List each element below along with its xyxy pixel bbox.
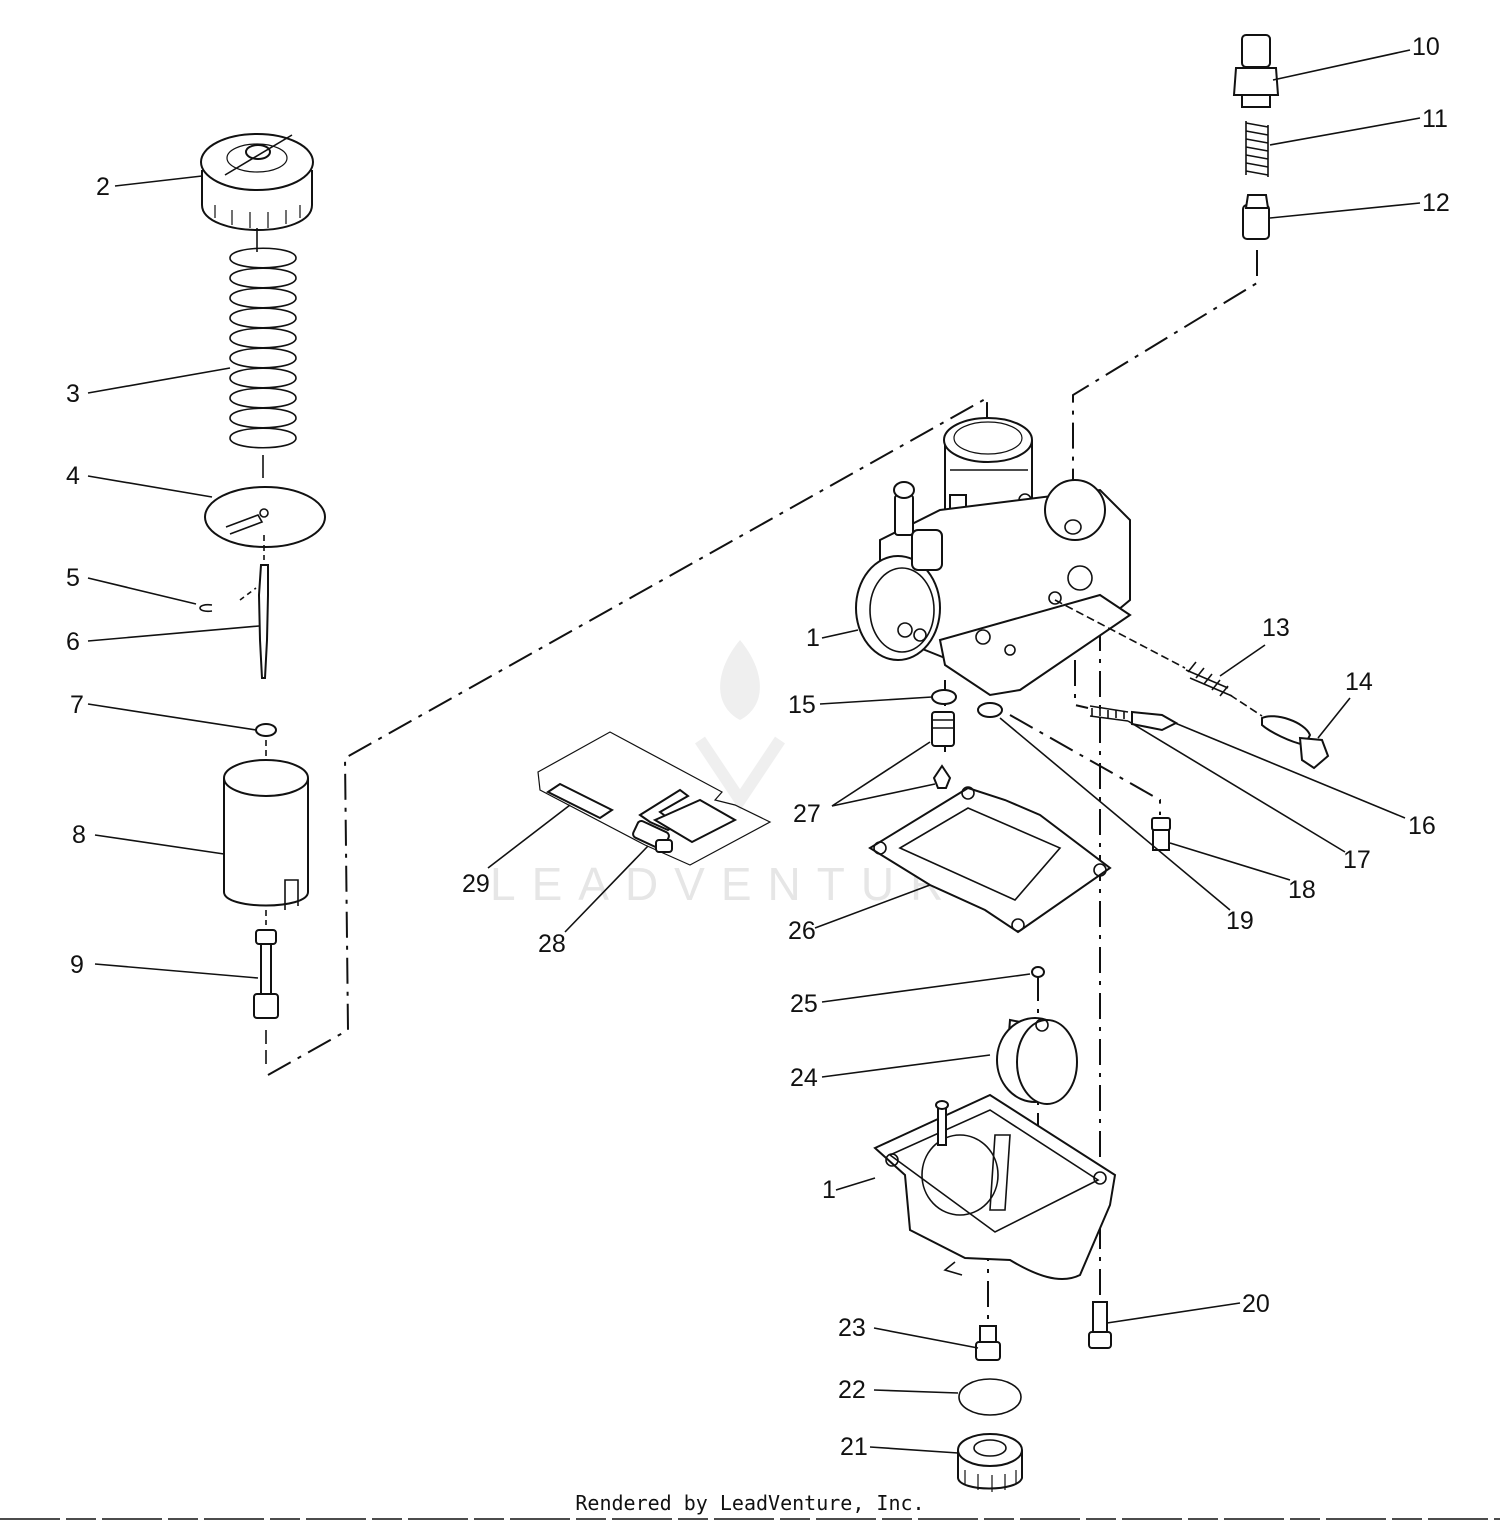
part-20-screw [1088, 1301, 1112, 1349]
part-6-jet-needle [239, 535, 269, 679]
part-26-gasket [868, 786, 1112, 934]
callout-19: 19 [1226, 907, 1254, 935]
callout-23: 23 [838, 1314, 866, 1342]
part-11-spring [1245, 121, 1269, 177]
callout-18: 18 [1288, 876, 1316, 904]
callout-16: 16 [1408, 812, 1436, 840]
callout-5: 5 [66, 564, 80, 592]
footer-credit: Rendered by LeadVenture, Inc. [575, 1491, 924, 1515]
part-24-float [996, 1017, 1078, 1105]
part-3-spring [229, 228, 297, 478]
part-9-adjuster [253, 929, 279, 1070]
part-7-washer [255, 723, 277, 737]
callout-1-float-bowl: 1 [822, 1176, 836, 1204]
callout-11: 11 [1422, 105, 1448, 133]
leader-lines [87, 49, 1421, 1454]
callout-2: 2 [96, 173, 110, 201]
callout-3: 3 [66, 380, 80, 408]
part-25-float-pin [1031, 966, 1045, 978]
callout-7: 7 [70, 691, 84, 719]
callout-15: 15 [788, 691, 816, 719]
part-12-plunger [1242, 194, 1270, 240]
part-8-throttle-valve [223, 759, 309, 910]
part-1-carburetor-body [855, 417, 1132, 697]
part-15-washer [931, 689, 957, 705]
part-4-needle-plate [204, 486, 326, 548]
part-13-spring [1185, 661, 1233, 697]
callout-14: 14 [1345, 668, 1373, 696]
part-23-main-jet [975, 1325, 1001, 1361]
part-19-o-ring [977, 702, 1003, 718]
part-group-28-29-float-arm [537, 731, 772, 866]
part-5-clip [199, 603, 213, 613]
callout-22: 22 [838, 1376, 866, 1404]
part-10-fitting [1232, 34, 1280, 108]
callout-13: 13 [1262, 614, 1290, 642]
callout-4: 4 [66, 462, 80, 490]
part-16-pilot-screw [1131, 710, 1179, 732]
callout-20: 20 [1242, 1290, 1270, 1318]
part-2-top-cap [200, 133, 314, 232]
connector-line-pilot-screw [1074, 660, 1089, 709]
part-21-drain-plug [957, 1433, 1023, 1492]
part-22-o-ring [958, 1378, 1022, 1416]
callout-numbers: 2 3 4 5 6 7 8 9 10 11 12 1 13 14 15 16 1… [66, 33, 1450, 1461]
callout-27: 27 [793, 800, 821, 828]
connector-line-main [267, 396, 988, 1076]
connector-line-screw-18 [1009, 714, 1161, 815]
callout-17: 17 [1343, 846, 1371, 874]
part-27-needle-valve [931, 711, 955, 789]
part-14-idle-screw [1261, 715, 1330, 770]
connector-line-pilot [1072, 250, 1258, 525]
callout-28: 28 [538, 930, 566, 958]
callout-6: 6 [66, 628, 80, 656]
callout-10: 10 [1412, 33, 1440, 61]
callout-29: 29 [462, 870, 490, 898]
callout-25: 25 [790, 990, 818, 1018]
callout-26: 26 [788, 917, 816, 945]
callout-1-carburetor: 1 [806, 624, 820, 652]
callout-24: 24 [790, 1064, 818, 1092]
part-1-float-bowl [873, 1093, 1117, 1280]
part-17-spring [1089, 705, 1129, 722]
part-18-screw [1151, 817, 1171, 851]
callout-8: 8 [72, 821, 86, 849]
callout-9: 9 [70, 951, 84, 979]
callout-21: 21 [840, 1433, 868, 1461]
callout-12: 12 [1422, 189, 1450, 217]
